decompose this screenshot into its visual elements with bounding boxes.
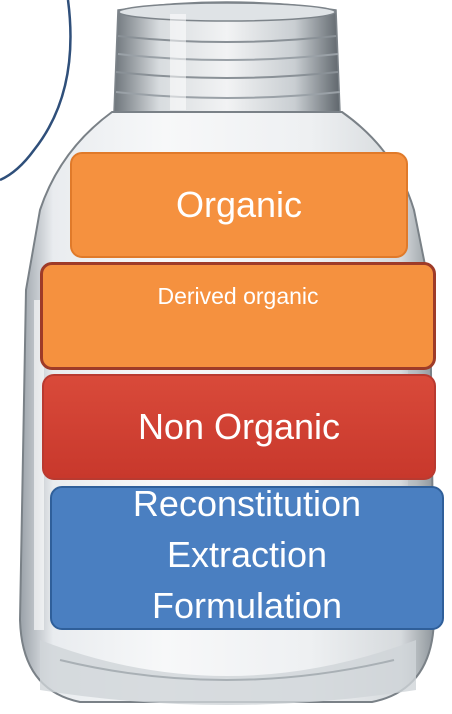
layer-organic: Organic bbox=[70, 152, 408, 258]
layer-methods: Reconstitution Extraction Formulation bbox=[50, 483, 444, 630]
layer-organic-label: Organic bbox=[175, 184, 303, 225]
jar-neck bbox=[113, 1, 341, 120]
circle-outline-arc bbox=[0, 0, 72, 182]
method-formulation: Formulation bbox=[151, 584, 343, 626]
layer-non-organic: Non Organic bbox=[42, 374, 436, 480]
layer-derived-organic: Derived organic bbox=[40, 262, 436, 370]
method-extraction: Extraction bbox=[166, 533, 328, 575]
layer-non-organic-label: Non Organic bbox=[137, 406, 341, 447]
method-reconstitution: Reconstitution bbox=[132, 482, 362, 524]
layer-derived-organic-label: Derived organic bbox=[157, 283, 319, 309]
